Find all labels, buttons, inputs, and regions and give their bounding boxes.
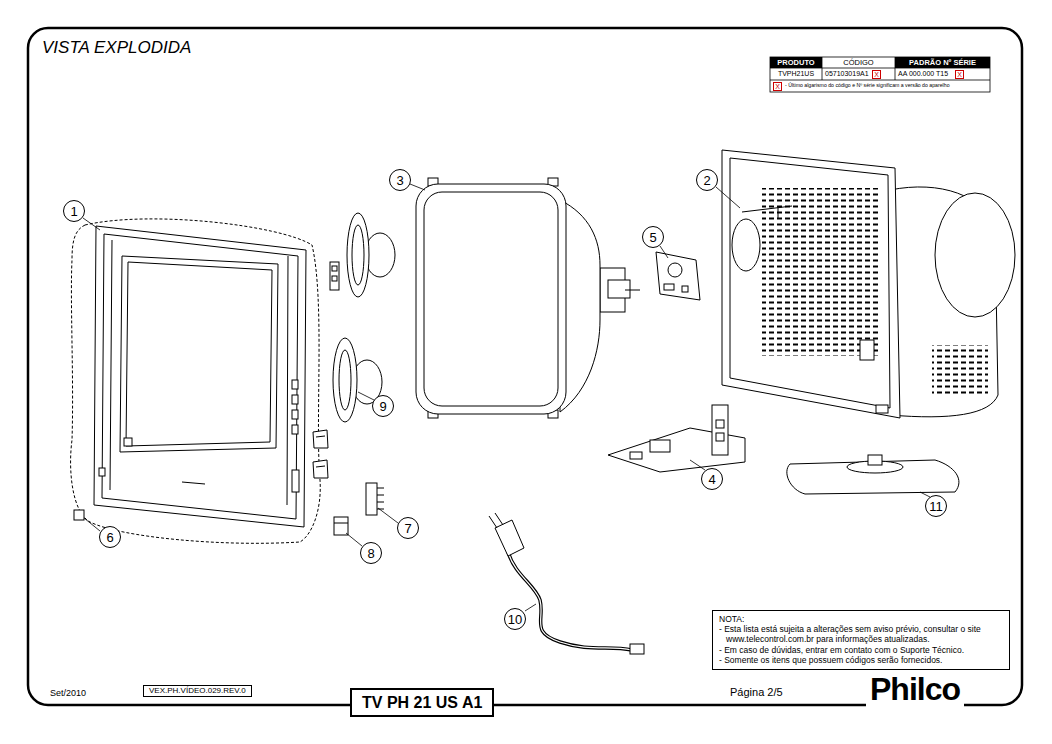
table-footnote: - Último algarismo do código e Nº série … (785, 83, 950, 89)
table-header: CÓDIGO (822, 59, 895, 68)
note-item: - Esta lista está sujeita a alterações s… (719, 624, 1003, 644)
box-text: 7 (404, 522, 411, 535)
table-cell: TVPH21US (770, 70, 822, 78)
page-number: Página 2/5 (730, 686, 783, 699)
callout-number: 2 (696, 169, 718, 191)
callout-number: 9 (372, 395, 394, 417)
box-text: 3 (396, 174, 403, 187)
date-label: Set/2010 (50, 688, 86, 698)
callout-number: 7 (397, 517, 419, 539)
document-code-box: VEX.PH.VÍDEO.029.REV.0 (143, 685, 252, 697)
version-mark: X (872, 70, 881, 80)
box-text: 8 (367, 547, 374, 560)
diagram-title: VISTA EXPLODIDA (42, 38, 191, 58)
table-cell: AA 000.000 T15 (898, 70, 948, 78)
note-item: - Somente os itens que possuem códigos s… (719, 655, 1003, 665)
box-text: 11 (929, 500, 943, 513)
box-text: 5 (649, 231, 656, 244)
box-text: 6 (106, 531, 113, 544)
note-heading: NOTA: (719, 614, 1003, 624)
callout-number: 4 (701, 468, 723, 490)
table-header: PRODUTO (770, 59, 822, 68)
callout-number: 3 (389, 169, 411, 191)
callout-number: 1 (63, 200, 85, 222)
version-mark: X (955, 70, 964, 80)
callout-number: 6 (99, 526, 121, 548)
model-title-box: TV PH 21 US A1 (350, 688, 494, 717)
note-box: NOTA:- Esta lista está sujeita a alteraç… (712, 610, 1010, 670)
box-text: VEX.PH.VÍDEO.029.REV.0 (149, 686, 246, 695)
box-text: 2 (703, 174, 710, 187)
box-text: 9 (379, 400, 386, 413)
box-text: 10 (508, 613, 522, 626)
callout-number: 5 (642, 226, 664, 248)
box-text: 1 (70, 205, 77, 218)
version-mark: X (773, 82, 782, 92)
box-text: 4 (708, 473, 715, 486)
table-cell: 057103019A1 (825, 70, 869, 78)
note-item: - Em caso de dúvidas, entrar em contato … (719, 645, 1003, 655)
callout-number: 11 (925, 495, 947, 517)
callout-number: 10 (504, 608, 526, 630)
callout-number: 8 (360, 542, 382, 564)
table-header: PADRÃO Nº SÉRIE (895, 59, 990, 68)
box-text: TV PH 21 US A1 (362, 694, 482, 711)
brand-logo: Philco (866, 672, 964, 707)
